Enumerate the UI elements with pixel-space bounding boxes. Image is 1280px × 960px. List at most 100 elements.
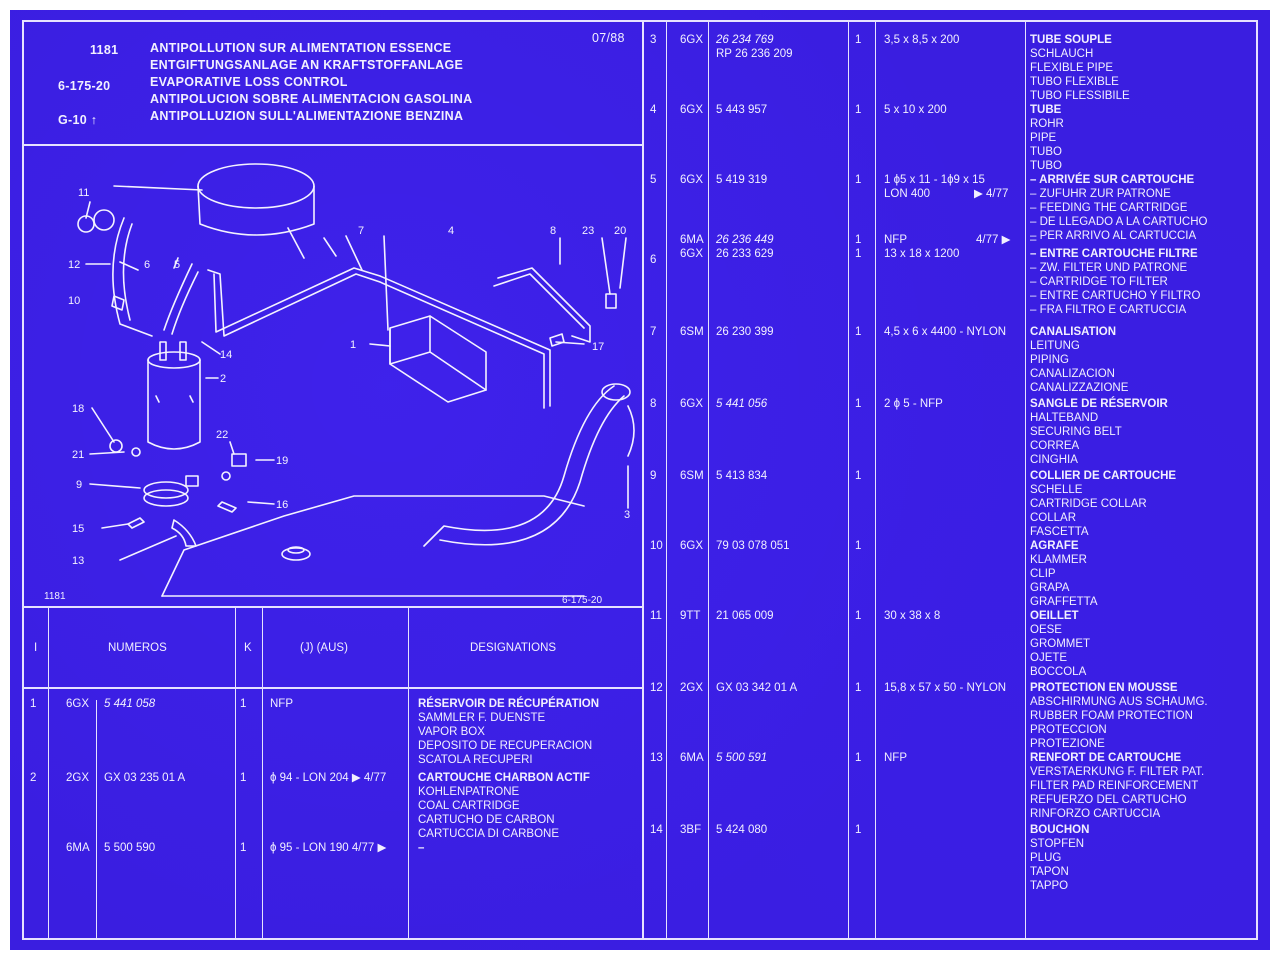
- col-line: [875, 20, 876, 940]
- revision-date: 07/88: [592, 31, 625, 45]
- item-designation: TUBE: [1030, 104, 1062, 116]
- title-fr: ANTIPOLLUTION SUR ALIMENTATION ESSENCE: [150, 41, 452, 55]
- item-designation: – ZW. FILTER UND PATRONE: [1030, 262, 1188, 274]
- filler-neck: [601, 383, 631, 401]
- item-designation: GROMMET: [1030, 638, 1091, 650]
- callout-label: 16: [276, 499, 288, 511]
- item-designation: CANALIZZAZIONE: [1030, 382, 1129, 394]
- item-designation: CARTUCCIA DI CARBONE: [418, 828, 560, 840]
- callout-label: 6: [144, 259, 150, 271]
- item-designation: ROHR: [1030, 118, 1064, 130]
- part-number: 5 424 080: [716, 824, 768, 836]
- item-designation: – ENTRE CARTUCHO Y FILTRO: [1030, 290, 1201, 302]
- title-it: ANTIPOLLUZION SULL'ALIMENTAZIONE BENZINA: [150, 109, 464, 123]
- parts-sheet: 1181 6-175-20 G-10 ↑ 07/88 ANTIPOLLUTION…: [10, 10, 1270, 950]
- item-designation: – ARRIVÉE SUR CARTOUCHE: [1030, 174, 1195, 186]
- item-designation: GRAFFETTA: [1030, 596, 1098, 608]
- callout-label: 1: [350, 339, 356, 351]
- hose-part: [122, 223, 133, 321]
- callout-label: 12: [68, 259, 80, 271]
- item-designation: TUBO: [1030, 146, 1062, 158]
- item-designation: CORREA: [1030, 440, 1080, 452]
- column-header-i: I: [34, 642, 38, 654]
- item-designation: COLLAR: [1030, 512, 1077, 524]
- screw-part: [127, 517, 145, 529]
- item-prefix: 9TT: [680, 610, 701, 622]
- item-designation: SCHELLE: [1030, 484, 1083, 496]
- item-designation: – DE LLEGADO A LA CARTUCHO: [1030, 216, 1208, 228]
- col-line: [408, 606, 409, 940]
- item-quantity: 1: [855, 824, 862, 836]
- column-header-designations: DESIGNATIONS: [470, 642, 557, 654]
- callout-label: 4: [448, 225, 454, 237]
- callout-label: 3: [624, 509, 630, 521]
- item-index: 11: [650, 610, 662, 622]
- item-designation: CLIP: [1030, 568, 1056, 580]
- item-designation: BOUCHON: [1030, 824, 1090, 836]
- item-spec: 3,5 x 8,5 x 200: [884, 34, 960, 46]
- item-designation: SECURING BELT: [1030, 426, 1122, 438]
- item-prefix: 2GX: [680, 682, 704, 694]
- item-designation: REFUERZO DEL CARTUCHO: [1030, 794, 1187, 806]
- col-line: [262, 606, 263, 940]
- column-header-j: (J) (AUS): [300, 642, 348, 654]
- canister-collar: [143, 475, 199, 507]
- part-number: GX 03 342 01 A: [716, 682, 798, 694]
- item-designation: – ENTRE CARTOUCHE FILTRE: [1030, 248, 1198, 260]
- filler-pipe: [439, 395, 625, 546]
- item-prefix: 6SM: [680, 470, 704, 482]
- item-index: 2: [30, 772, 37, 784]
- item-spec: NFP: [884, 234, 907, 246]
- item-index: 4: [650, 104, 657, 116]
- callout-label: 13: [72, 555, 84, 567]
- item-designation: –: [1030, 234, 1037, 246]
- callout-label: 18: [72, 403, 84, 415]
- item-designation: TAPPO: [1030, 880, 1069, 892]
- callout-label: 2: [220, 373, 226, 385]
- item-quantity: 1: [855, 234, 862, 246]
- item-index: 12: [650, 682, 663, 694]
- item-designation: BOCCOLA: [1030, 666, 1087, 678]
- item-designation: OESE: [1030, 624, 1062, 636]
- item-spec: 4,5 x 6 x 4400 - NYLON: [884, 326, 1007, 338]
- frame-line: [22, 687, 642, 689]
- item-spec: NFP: [884, 752, 907, 764]
- fuel-tank: [161, 495, 585, 597]
- part-number: 5 413 834: [716, 470, 768, 482]
- securing-belt: [493, 273, 585, 329]
- part-number: 5 500 590: [104, 842, 156, 854]
- part-number: 26 230 399: [716, 326, 774, 338]
- item-prefix: 6GX: [680, 104, 704, 116]
- col-line: [666, 20, 667, 940]
- item-designation: FASCETTA: [1030, 526, 1089, 538]
- part-number: 79 03 078 051: [716, 540, 790, 552]
- item-designation: RENFORT DE CARTOUCHE: [1030, 752, 1182, 764]
- callout-label: 8: [550, 225, 556, 237]
- foam-pad: [171, 519, 197, 547]
- title-es: ANTIPOLUCION SOBRE ALIMENTACION GASOLINA: [150, 92, 473, 106]
- item-designation: COLLIER DE CARTOUCHE: [1030, 470, 1177, 482]
- item-spec: LON 400: [884, 188, 931, 200]
- item-quantity: 1: [855, 326, 862, 338]
- item-designation: FILTER PAD REINFORCEMENT: [1030, 780, 1199, 792]
- callout-label: 10: [68, 295, 80, 307]
- item-index: 1: [30, 698, 37, 710]
- hose-part: [171, 271, 199, 335]
- frame-line: [1256, 20, 1258, 940]
- callout-label: 21: [72, 449, 84, 461]
- item-index: 8: [650, 398, 657, 410]
- catalog-number: 1181: [90, 43, 119, 57]
- part-number: 5 443 957: [716, 104, 768, 116]
- item-spec: ϕ 95 - LON 190 4/77 ▶: [270, 842, 387, 854]
- filler-pipe: [423, 385, 615, 547]
- item-prefix: 2GX: [66, 772, 90, 784]
- item-designation: TAPON: [1030, 866, 1069, 878]
- item-prefix: 6MA: [680, 234, 704, 246]
- item-designation: KOHLENPATRONE: [418, 786, 520, 798]
- item-spec: 30 x 38 x 8: [884, 610, 941, 622]
- item-quantity: 1: [855, 34, 862, 46]
- item-designation: PROTEZIONE: [1030, 738, 1105, 750]
- item-prefix: 3BF: [680, 824, 702, 836]
- item-index: 13: [650, 752, 663, 764]
- clip-part: [217, 501, 237, 513]
